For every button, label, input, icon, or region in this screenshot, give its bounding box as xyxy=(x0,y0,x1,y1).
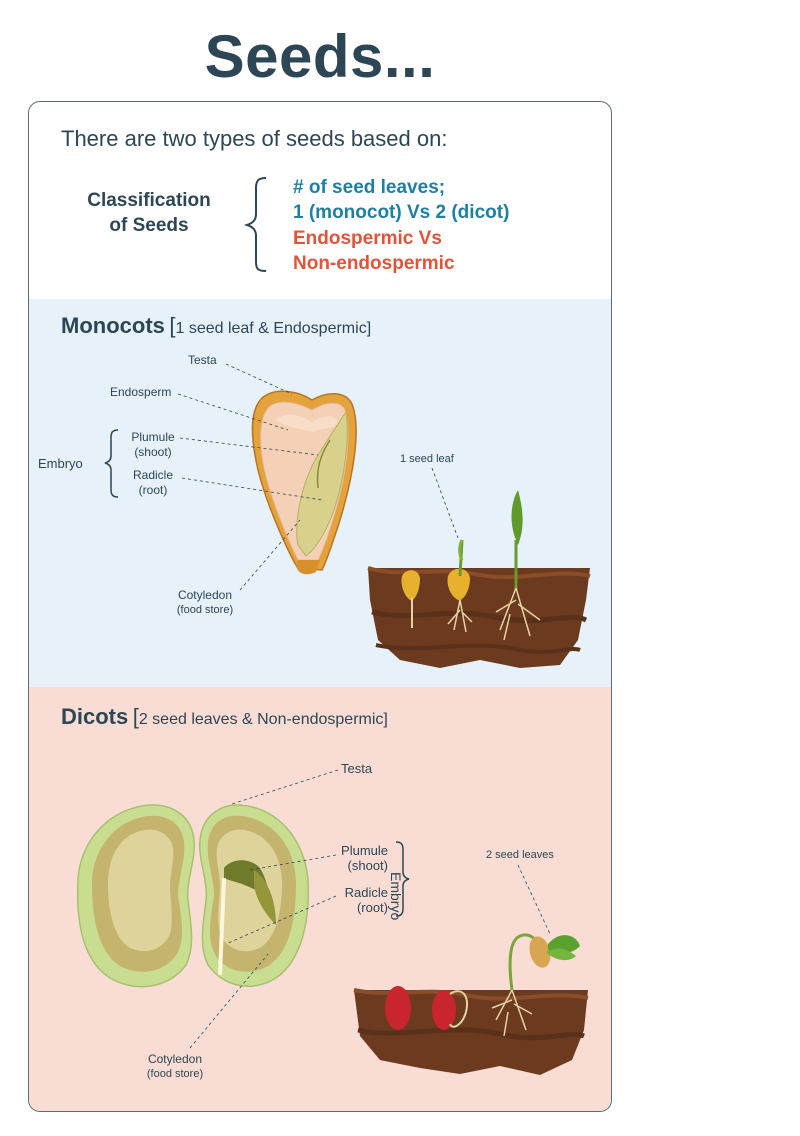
monocot-seedlings-icon xyxy=(401,490,541,641)
mono-testa-label: Testa xyxy=(188,353,217,367)
dicot-radicle-sub: (root) xyxy=(356,900,388,915)
mono-radicle-text: Radicle xyxy=(132,468,174,482)
monocots-title: Monocots xyxy=(61,313,165,338)
dicot-seed-leaves-label: 2 seed leaves xyxy=(486,849,554,861)
monocot-leader-lines xyxy=(177,363,459,591)
monocot-seed-icon xyxy=(251,390,357,575)
dicot-seedlings-icon xyxy=(385,933,580,1037)
dicots-heading: Dicots [2 seed leaves & Non-endospermic] xyxy=(61,704,388,730)
dicot-cotyledon-sub: (food store) xyxy=(146,1068,204,1080)
monocots-bracket: [ xyxy=(169,313,176,338)
mono-radicle-sub: (root) xyxy=(138,483,168,497)
dicot-cotyledon-text: Cotyledon xyxy=(147,1052,203,1066)
dicot-plumule-sub: (shoot) xyxy=(347,858,388,873)
dicot-leader-lines xyxy=(189,769,551,1049)
classification-label: Classification of Seeds xyxy=(69,188,229,238)
basis-seed-leaves-line2: 1 (monocot) Vs 2 (dicot) xyxy=(293,202,510,223)
monocots-subtitle: 1 seed leaf & Endospermic] xyxy=(175,320,372,337)
mono-endosperm-label: Endosperm xyxy=(110,385,172,399)
monocot-soil-icon xyxy=(367,566,591,668)
classification-label-line1: Classification xyxy=(87,190,211,211)
mono-embryo-label: Embryo xyxy=(38,456,83,471)
dicot-cotyledon-label: Cotyledon (food store) xyxy=(136,1052,214,1082)
dicot-embryo-brace-icon xyxy=(395,841,410,917)
mono-plumule-label: Plumule (shoot) xyxy=(126,430,180,460)
mono-seed-leaf-label: 1 seed leaf xyxy=(400,453,454,465)
dicot-plumule-text: Plumule xyxy=(341,843,388,858)
mono-cotyledon-sub: (food store) xyxy=(176,604,234,616)
basis-endosperm-line1: Endospermic Vs xyxy=(293,228,442,249)
dicots-subtitle: 2 seed leaves & Non-endospermic] xyxy=(138,711,388,728)
dicot-radicle-text: Radicle xyxy=(344,885,388,900)
basis-endosperm-line2: Non-endospermic xyxy=(293,253,455,274)
monocots-heading: Monocots [1 seed leaf & Endospermic] xyxy=(61,313,371,339)
page-title: Seeds... xyxy=(204,23,436,90)
mono-radicle-label: Radicle (root) xyxy=(126,468,180,498)
basis-seed-leaves-line1: # of seed leaves; xyxy=(293,177,446,198)
dicot-radicle-label: Radicle (root) xyxy=(326,885,388,915)
intro-text: There are two types of seeds based on: xyxy=(61,126,448,151)
mono-cotyledon-label: Cotyledon (food store) xyxy=(166,588,244,618)
monocot-embryo-brace-icon xyxy=(104,429,119,498)
mono-plumule-sub: (shoot) xyxy=(134,445,172,459)
mono-cotyledon-text: Cotyledon xyxy=(177,588,233,602)
dicots-bracket: [ xyxy=(132,704,139,729)
dicot-testa-label: Testa xyxy=(341,761,373,776)
dicot-seed-icon xyxy=(76,804,310,988)
mono-plumule-text: Plumule xyxy=(131,430,175,444)
dicot-plumule-label: Plumule (shoot) xyxy=(326,843,388,873)
classification-label-line2: of Seeds xyxy=(109,215,189,236)
dicots-title: Dicots xyxy=(61,704,129,729)
classification-brace-icon xyxy=(243,177,267,272)
dicot-embryo-label: Embryo xyxy=(388,872,404,921)
